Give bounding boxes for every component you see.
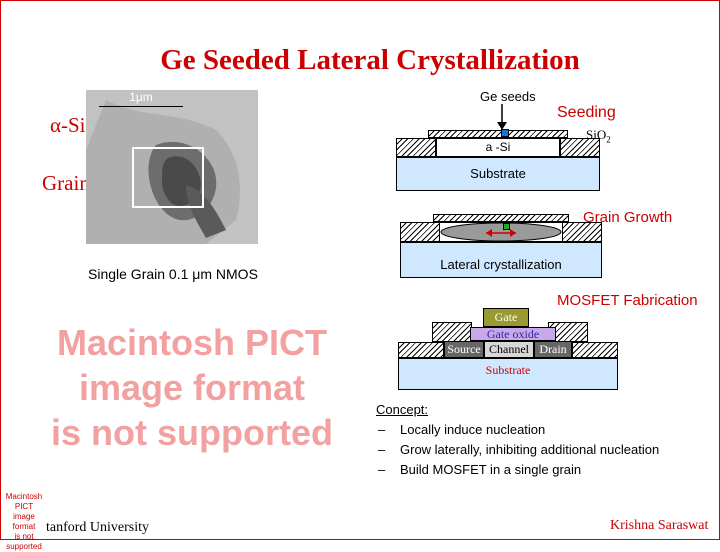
alpha-si-label: α-Si [50, 113, 86, 137]
concept-block: Concept: Locally induce nucleation Grow … [376, 400, 659, 480]
seed-green [503, 223, 510, 230]
slide-title: Ge Seeded Lateral Crystallization [160, 44, 580, 76]
mosfet-oxide-left [432, 322, 472, 342]
pict-line-1: Macintosh PICT [56, 322, 328, 363]
concept-list: Locally induce nucleation Grow laterally… [376, 420, 659, 480]
pict-small-line-3: is not supported [6, 532, 42, 551]
grain-highlight-box [132, 147, 204, 208]
grain-label: Grain [42, 171, 90, 195]
pict-line-3: is not supported [51, 412, 333, 453]
gate-oxide-label: Gate oxide [486, 327, 540, 341]
channel-label: Channel [489, 342, 529, 356]
concept-heading: Concept: [376, 402, 429, 417]
substrate-seeding: Substrate [396, 157, 600, 191]
growth-oxide-left [400, 222, 440, 242]
sio2-subscript: 2 [606, 134, 611, 145]
gate-label: Gate [494, 310, 518, 324]
footer-university: tanford University [46, 520, 150, 535]
mosfet-field-oxide-left [398, 342, 444, 358]
pict-placeholder: Macintosh PICT image format is not suppo… [37, 320, 347, 455]
grain-ellipse [440, 222, 562, 242]
pict-small-line-2: image format [12, 512, 36, 531]
drain-label: Drain [539, 342, 567, 356]
substrate-label: Substrate [470, 166, 526, 181]
nmos-caption: Single Grain 0.1 μm NMOS [88, 266, 258, 282]
seeding-label: Seeding [557, 104, 616, 121]
channel-region: Channel [484, 341, 534, 358]
sio2-layer-left [396, 138, 436, 157]
a-si-label: a -Si [485, 140, 511, 154]
substrate-growth: Lateral crystallization [400, 242, 602, 278]
growth-oxide-right [562, 222, 602, 242]
source-region: Source [444, 341, 484, 358]
pict-small-line-1: Macintosh PICT [5, 492, 43, 511]
micrograph-texture [86, 90, 258, 244]
growth-oxide-top [433, 214, 569, 222]
grain-growth-label: Grain Growth [583, 209, 673, 226]
concept-item: Locally induce nucleation [376, 420, 659, 440]
gate: Gate [483, 308, 529, 327]
mosfet-fabrication-label: MOSFET Fabrication [557, 292, 698, 309]
pict-small-placeholder: Macintosh PICT image format is not suppo… [2, 492, 46, 552]
lateral-crystallization-label: Lateral crystallization [440, 257, 562, 272]
concept-item: Build MOSFET in a single grain [376, 460, 659, 480]
mosfet-field-oxide-right [572, 342, 618, 358]
footer-author: Krishna Saraswat [610, 518, 709, 533]
sio2-text: SiO [586, 127, 607, 142]
ge-seed [501, 129, 509, 137]
drain-region: Drain [534, 341, 572, 358]
pict-line-2: image format [78, 367, 306, 408]
sio2-label: SiO2 [586, 127, 611, 145]
tem-micrograph [86, 90, 258, 244]
a-si-layer: a -Si [436, 138, 560, 157]
ge-seeds-arrow [497, 104, 507, 130]
sio2-layer-top [428, 130, 568, 138]
source-label: Source [447, 342, 481, 356]
concept-item: Grow laterally, inhibiting additional nu… [376, 440, 659, 460]
sio2-layer-right [560, 138, 600, 157]
mosfet-substrate-label: Substrate [485, 363, 531, 377]
substrate-mosfet: Substrate [398, 358, 618, 390]
ge-seeds-label: Ge seeds [480, 89, 536, 104]
scale-bar: 1μm [99, 90, 183, 107]
gate-oxide: Gate oxide [470, 327, 556, 341]
